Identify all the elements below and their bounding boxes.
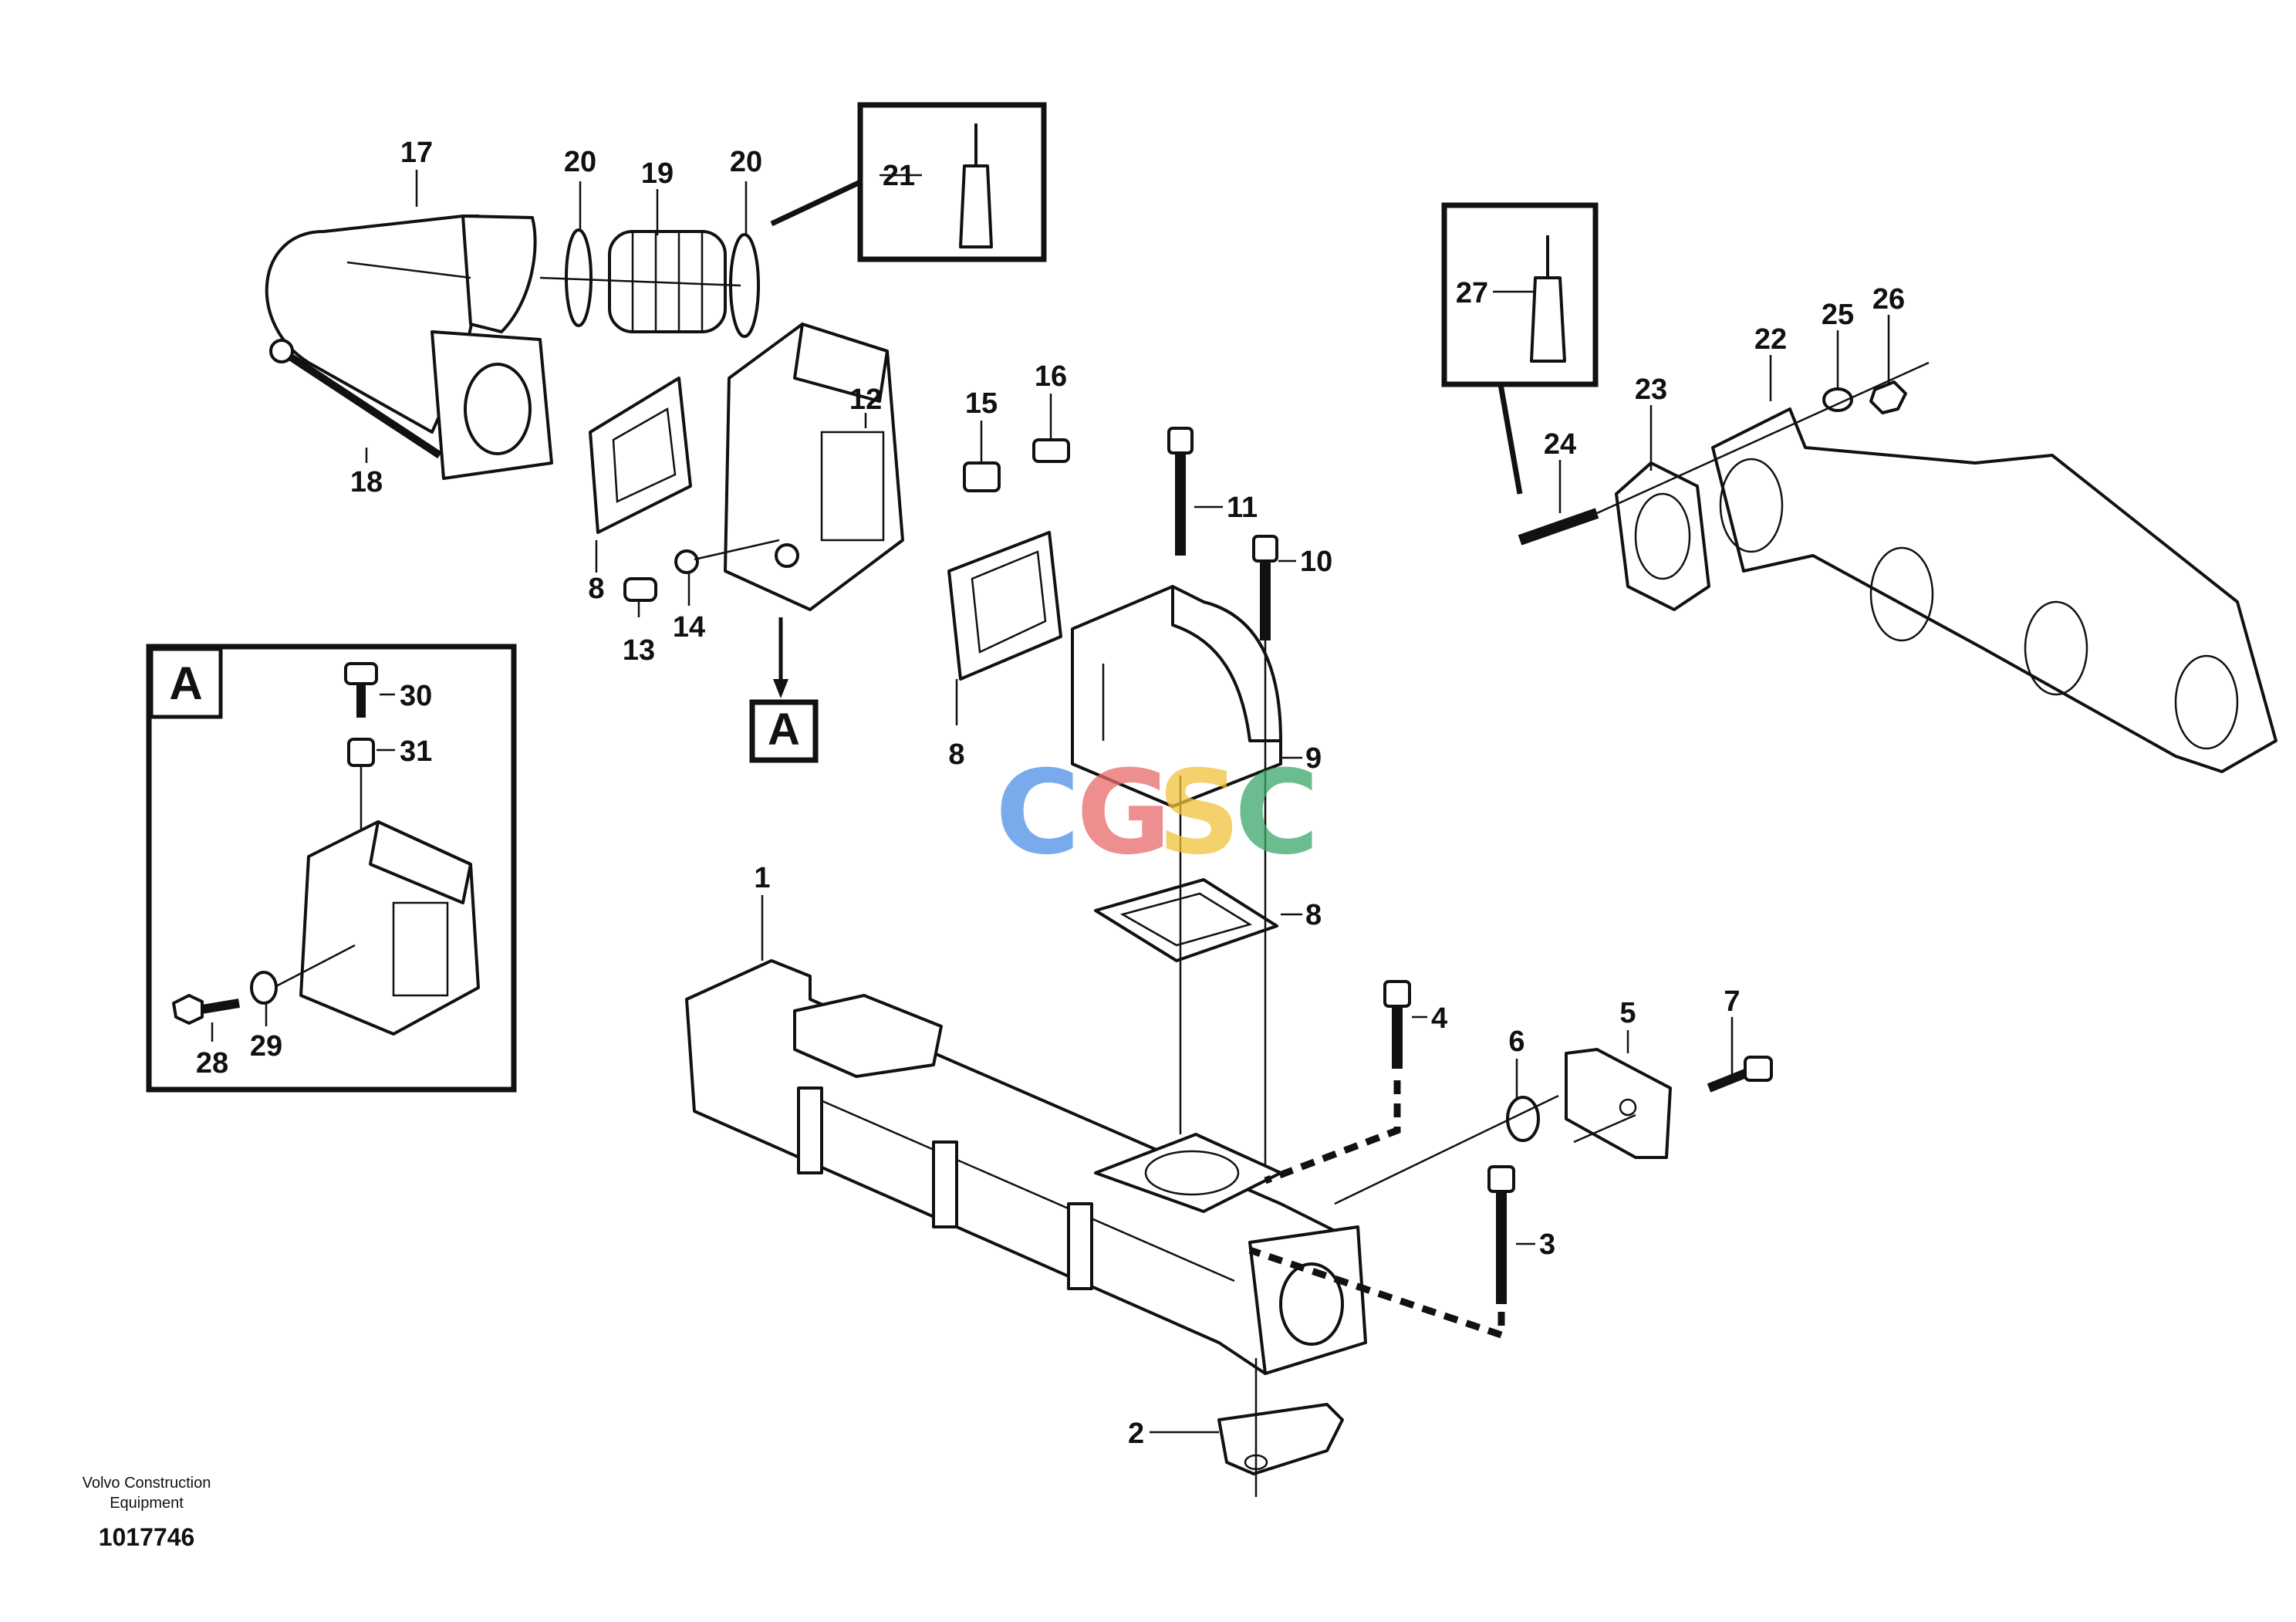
valve-housing-detail bbox=[299, 820, 480, 1036]
plate-5 bbox=[1565, 1048, 1672, 1159]
callout-20-left: 20 bbox=[564, 146, 596, 178]
callout-labels: 17 20 19 20 21 18 12 15 16 8 13 14 8 11 … bbox=[196, 137, 1905, 1450]
callout-6: 6 bbox=[1508, 1026, 1524, 1058]
callout-5: 5 bbox=[1619, 997, 1636, 1029]
callout-13: 13 bbox=[623, 634, 655, 667]
callout-22: 22 bbox=[1754, 323, 1787, 356]
callout-10: 10 bbox=[1300, 546, 1332, 578]
detail-marker-letter: A bbox=[768, 705, 800, 755]
callout-2: 2 bbox=[1128, 1418, 1144, 1450]
callout-3: 3 bbox=[1539, 1228, 1555, 1261]
document-number: 1017746 bbox=[99, 1523, 195, 1551]
elbow-housing-9 bbox=[1071, 585, 1282, 808]
brand-line-1: Volvo Construction bbox=[83, 1475, 211, 1492]
gasket-8-lower bbox=[1094, 878, 1278, 962]
callout-28: 28 bbox=[196, 1047, 228, 1080]
gasket-23 bbox=[1615, 461, 1710, 611]
callout-26: 26 bbox=[1872, 283, 1905, 316]
gasket-8-middle bbox=[947, 531, 1062, 681]
callout-30: 30 bbox=[400, 680, 432, 712]
callout-18: 18 bbox=[350, 466, 383, 498]
brand-line-2: Equipment bbox=[110, 1495, 184, 1512]
elbow-pipe-17 bbox=[265, 215, 553, 480]
valve-housing-12 bbox=[724, 323, 904, 611]
callout-14: 14 bbox=[673, 611, 705, 644]
dashed-path-bolt-4 bbox=[1264, 1080, 1401, 1184]
sealant-box-27 bbox=[1441, 202, 1599, 495]
callout-1: 1 bbox=[754, 862, 770, 894]
callout-19: 19 bbox=[641, 157, 674, 190]
callout-24: 24 bbox=[1544, 428, 1576, 461]
callout-17: 17 bbox=[400, 137, 433, 169]
watermark-letter-3: S bbox=[1157, 746, 1241, 880]
gasket-2 bbox=[1217, 1403, 1344, 1475]
callout-29: 29 bbox=[250, 1030, 282, 1063]
callout-12: 12 bbox=[849, 384, 882, 416]
watermark-letter-2: G bbox=[1076, 746, 1171, 880]
fitting-31 bbox=[347, 738, 375, 767]
callout-27: 27 bbox=[1456, 277, 1488, 309]
gasket-8-upper bbox=[589, 377, 692, 534]
footer: Volvo Construction Equipment 1017746 bbox=[83, 1475, 211, 1551]
bolt-28 bbox=[172, 994, 240, 1025]
callout-25: 25 bbox=[1822, 299, 1854, 331]
watermark-logo: C G S C bbox=[995, 746, 1319, 880]
bolt-4 bbox=[1383, 980, 1411, 1069]
bolt-3 bbox=[1487, 1165, 1515, 1304]
screw-13 bbox=[623, 577, 657, 602]
callout-8-middle: 8 bbox=[948, 738, 964, 771]
callout-20-right: 20 bbox=[730, 146, 762, 178]
washer-14 bbox=[674, 549, 699, 574]
dashed-path-bolt-3 bbox=[1248, 1246, 1505, 1340]
callout-9: 9 bbox=[1305, 742, 1322, 775]
callout-31: 31 bbox=[400, 735, 432, 768]
watermark-letter-1: C bbox=[995, 746, 1080, 880]
callout-15: 15 bbox=[965, 387, 998, 420]
stud-24 bbox=[1518, 508, 1599, 546]
exhaust-manifold-22 bbox=[1711, 407, 2277, 773]
callout-leaders bbox=[211, 170, 1890, 1434]
screw-16 bbox=[1032, 438, 1070, 463]
callout-8-upper: 8 bbox=[588, 573, 604, 605]
bolt-18 bbox=[269, 339, 442, 459]
watermark-letter-4: C bbox=[1234, 746, 1319, 880]
seal-ring-20-left bbox=[565, 228, 593, 327]
callout-16: 16 bbox=[1035, 360, 1067, 393]
bolt-30 bbox=[344, 662, 378, 718]
bolt-10 bbox=[1252, 535, 1278, 640]
screw-7 bbox=[1707, 1056, 1773, 1093]
washer-29 bbox=[250, 971, 278, 1005]
detail-panel-letter: A bbox=[169, 657, 202, 709]
callout-7: 7 bbox=[1724, 985, 1740, 1018]
nut-26 bbox=[1869, 380, 1907, 414]
callout-8-lower: 8 bbox=[1305, 899, 1322, 931]
sealant-box-21 bbox=[770, 102, 1047, 262]
callout-21: 21 bbox=[883, 160, 915, 192]
intake-manifold-1 bbox=[685, 959, 1367, 1375]
bolt-11 bbox=[1167, 427, 1194, 556]
callout-4: 4 bbox=[1431, 1002, 1447, 1035]
callout-23: 23 bbox=[1635, 373, 1667, 406]
fitting-15 bbox=[963, 461, 1001, 492]
detail-a-panel: A bbox=[146, 644, 517, 1093]
callout-11: 11 bbox=[1227, 492, 1258, 524]
detail-marker-a: A bbox=[749, 617, 819, 763]
